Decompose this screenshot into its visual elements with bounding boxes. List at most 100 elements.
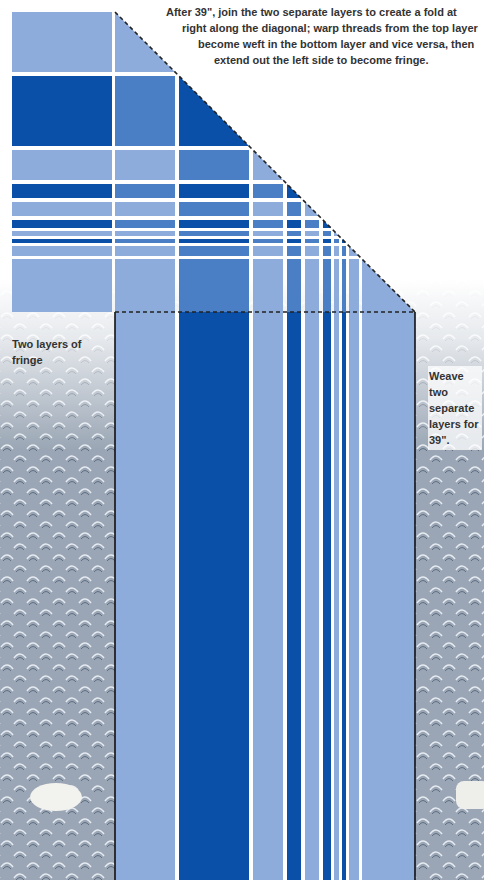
plaid-cell (305, 220, 319, 228)
plaid-cell (115, 76, 175, 146)
plaid-cell (362, 184, 415, 198)
warp-stripe (287, 312, 301, 880)
plaid-cell (323, 231, 331, 236)
plaid-cell (115, 246, 175, 256)
plaid-cell (349, 259, 359, 312)
plaid-cell (115, 150, 175, 180)
plaid-cell (334, 259, 339, 312)
plaid-cell (305, 231, 319, 236)
plaid-cell (342, 150, 346, 180)
plaid-cell (305, 239, 319, 243)
plaid-cell (305, 259, 319, 312)
fringe-stripe (12, 259, 112, 312)
plaid-cell (305, 246, 319, 256)
plaid-cell (349, 202, 359, 216)
plaid-cell (115, 231, 175, 236)
plaid-cell (362, 246, 415, 256)
plaid-cell (287, 76, 301, 146)
plaid-cell (305, 76, 319, 146)
scarf-edge (414, 312, 416, 880)
warp-stripe (334, 312, 339, 880)
warp-stripe (362, 312, 415, 880)
plaid-cell (287, 202, 301, 216)
fabric-tag (30, 783, 82, 811)
plaid-cell (323, 246, 331, 256)
plaid-cell (179, 259, 249, 312)
note-text: After 39", join the two separate layers … (166, 6, 478, 66)
plaid-cell (115, 202, 175, 216)
plaid-cell (253, 246, 283, 256)
warp-stripe (305, 312, 319, 880)
plaid-cell (342, 231, 346, 236)
warp-stripe (349, 312, 359, 880)
plaid-cell (287, 246, 301, 256)
plaid-cell (179, 184, 249, 198)
plaid-cell (179, 202, 249, 216)
note-text: Weave two separate layers for 39". (429, 370, 479, 446)
fringe-stripe (12, 239, 112, 243)
fringe-stripe (12, 184, 112, 198)
plaid-cell (287, 150, 301, 180)
plaid-cell (287, 220, 301, 228)
plaid-cell (323, 76, 331, 146)
plaid-cell (334, 150, 339, 180)
plaid-cell (362, 202, 415, 216)
plaid-cell (179, 150, 249, 180)
warp-stripe (179, 312, 249, 880)
plaid-cell (342, 184, 346, 198)
plaid-cell (362, 239, 415, 243)
plaid-cell (253, 259, 283, 312)
plaid-cell (323, 259, 331, 312)
plaid-cell (253, 184, 283, 198)
plaid-cell (323, 239, 331, 243)
plaid-cell (287, 231, 301, 236)
plaid-cell (115, 220, 175, 228)
plaid-cell (362, 231, 415, 236)
join-line (115, 311, 415, 313)
plaid-cell (362, 220, 415, 228)
plaid-cell (334, 202, 339, 216)
warp-stripe (342, 312, 346, 880)
plaid-cell (115, 184, 175, 198)
plaid-cell (342, 76, 346, 146)
warp-stripe (323, 312, 331, 880)
plaid-cell (334, 220, 339, 228)
plaid-cell (334, 246, 339, 256)
fringe-stripe (12, 246, 112, 256)
fringe-stripe (12, 202, 112, 216)
note-text: Two layers of fringe (12, 338, 81, 366)
plaid-cell (305, 202, 319, 216)
plaid-cell (342, 259, 346, 312)
plaid-cell (349, 184, 359, 198)
plaid-cell (179, 239, 249, 243)
fringe-stripe (12, 150, 112, 180)
fabric-photo (0, 280, 484, 880)
plaid-cell (362, 76, 415, 146)
fringe-stripe (12, 220, 112, 228)
plaid-cell (323, 150, 331, 180)
plaid-cell (323, 202, 331, 216)
plaid-cell (334, 184, 339, 198)
plaid-cell (253, 231, 283, 236)
plaid-cell (334, 239, 339, 243)
plaid-cell (115, 239, 175, 243)
fabric-tag (456, 781, 484, 809)
plaid-cell (287, 259, 301, 312)
scarf-ground (115, 312, 415, 880)
plaid-cell (287, 239, 301, 243)
fringe-note: Two layers of fringe (12, 336, 108, 368)
plaid-cell (305, 184, 319, 198)
plaid-cell (349, 231, 359, 236)
plaid-cell (334, 76, 339, 146)
plaid-cell (349, 220, 359, 228)
plaid-cell (362, 150, 415, 180)
plaid-cell (253, 220, 283, 228)
plaid-cell (253, 239, 283, 243)
weave-note: Weave two separate layers for 39". (428, 366, 482, 450)
plaid-cell (115, 259, 175, 312)
plaid-cell (342, 246, 346, 256)
plaid-cell (349, 239, 359, 243)
plaid-cell (253, 76, 283, 146)
warp-stripe (253, 312, 283, 880)
